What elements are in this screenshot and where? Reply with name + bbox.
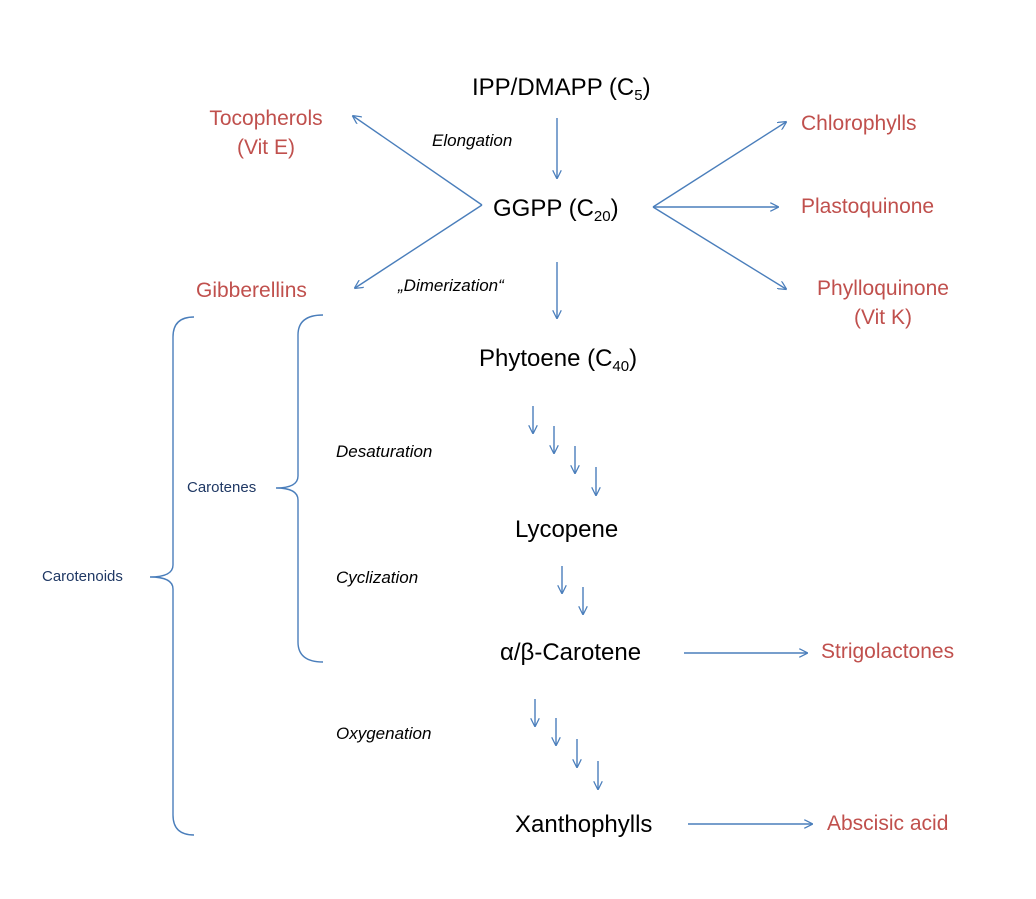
group-carotenes-label: Carotenes <box>187 479 257 496</box>
step-dimerization: „Dimerization“ <box>398 276 504 295</box>
node-xanthophylls: Xanthophylls <box>515 811 653 838</box>
carotenoids-brace <box>149 316 195 836</box>
product-tocopherols: Tocopherols (Vit E) <box>196 104 336 163</box>
node-phytoene: Phytoene (C40) <box>479 345 638 375</box>
product-tocopherols-name: Tocopherols <box>209 107 323 130</box>
node-ggpp: GGPP (C20) <box>493 195 619 225</box>
step-oxygenation: Oxygenation <box>336 724 432 743</box>
product-tocopherols-vitamin: (Vit E) <box>237 136 295 160</box>
product-gibberellins: Gibberellins <box>196 279 307 302</box>
product-plastoquinone: Plastoquinone <box>801 195 935 218</box>
step-desaturation: Desaturation <box>336 442 433 461</box>
product-phylloquinone: Phylloquinone (Vit K) <box>800 274 966 333</box>
group-carotenoids-label: Carotenoids <box>42 568 123 585</box>
arrow-to-tocopherols <box>353 116 483 206</box>
step-elongation: Elongation <box>432 131 513 150</box>
product-abscisic-acid: Abscisic acid <box>827 812 949 835</box>
arrow-to-chlorophylls <box>652 122 786 208</box>
node-carotene: α/β-Carotene <box>500 639 642 666</box>
carotenes-brace <box>275 314 324 663</box>
arrow-to-gibberellins <box>355 204 483 288</box>
product-chlorophylls: Chlorophylls <box>801 112 917 135</box>
node-ipp-dmapp: IPP/DMAPP (C5) <box>472 74 651 104</box>
node-lycopene: Lycopene <box>515 516 619 543</box>
product-phylloquinone-name: Phylloquinone <box>817 277 949 300</box>
step-cyclization: Cyclization <box>336 568 419 587</box>
product-phylloquinone-vitamin: (Vit K) <box>854 306 912 330</box>
product-strigolactones: Strigolactones <box>821 640 955 663</box>
arrow-to-phylloquinone <box>652 206 786 289</box>
